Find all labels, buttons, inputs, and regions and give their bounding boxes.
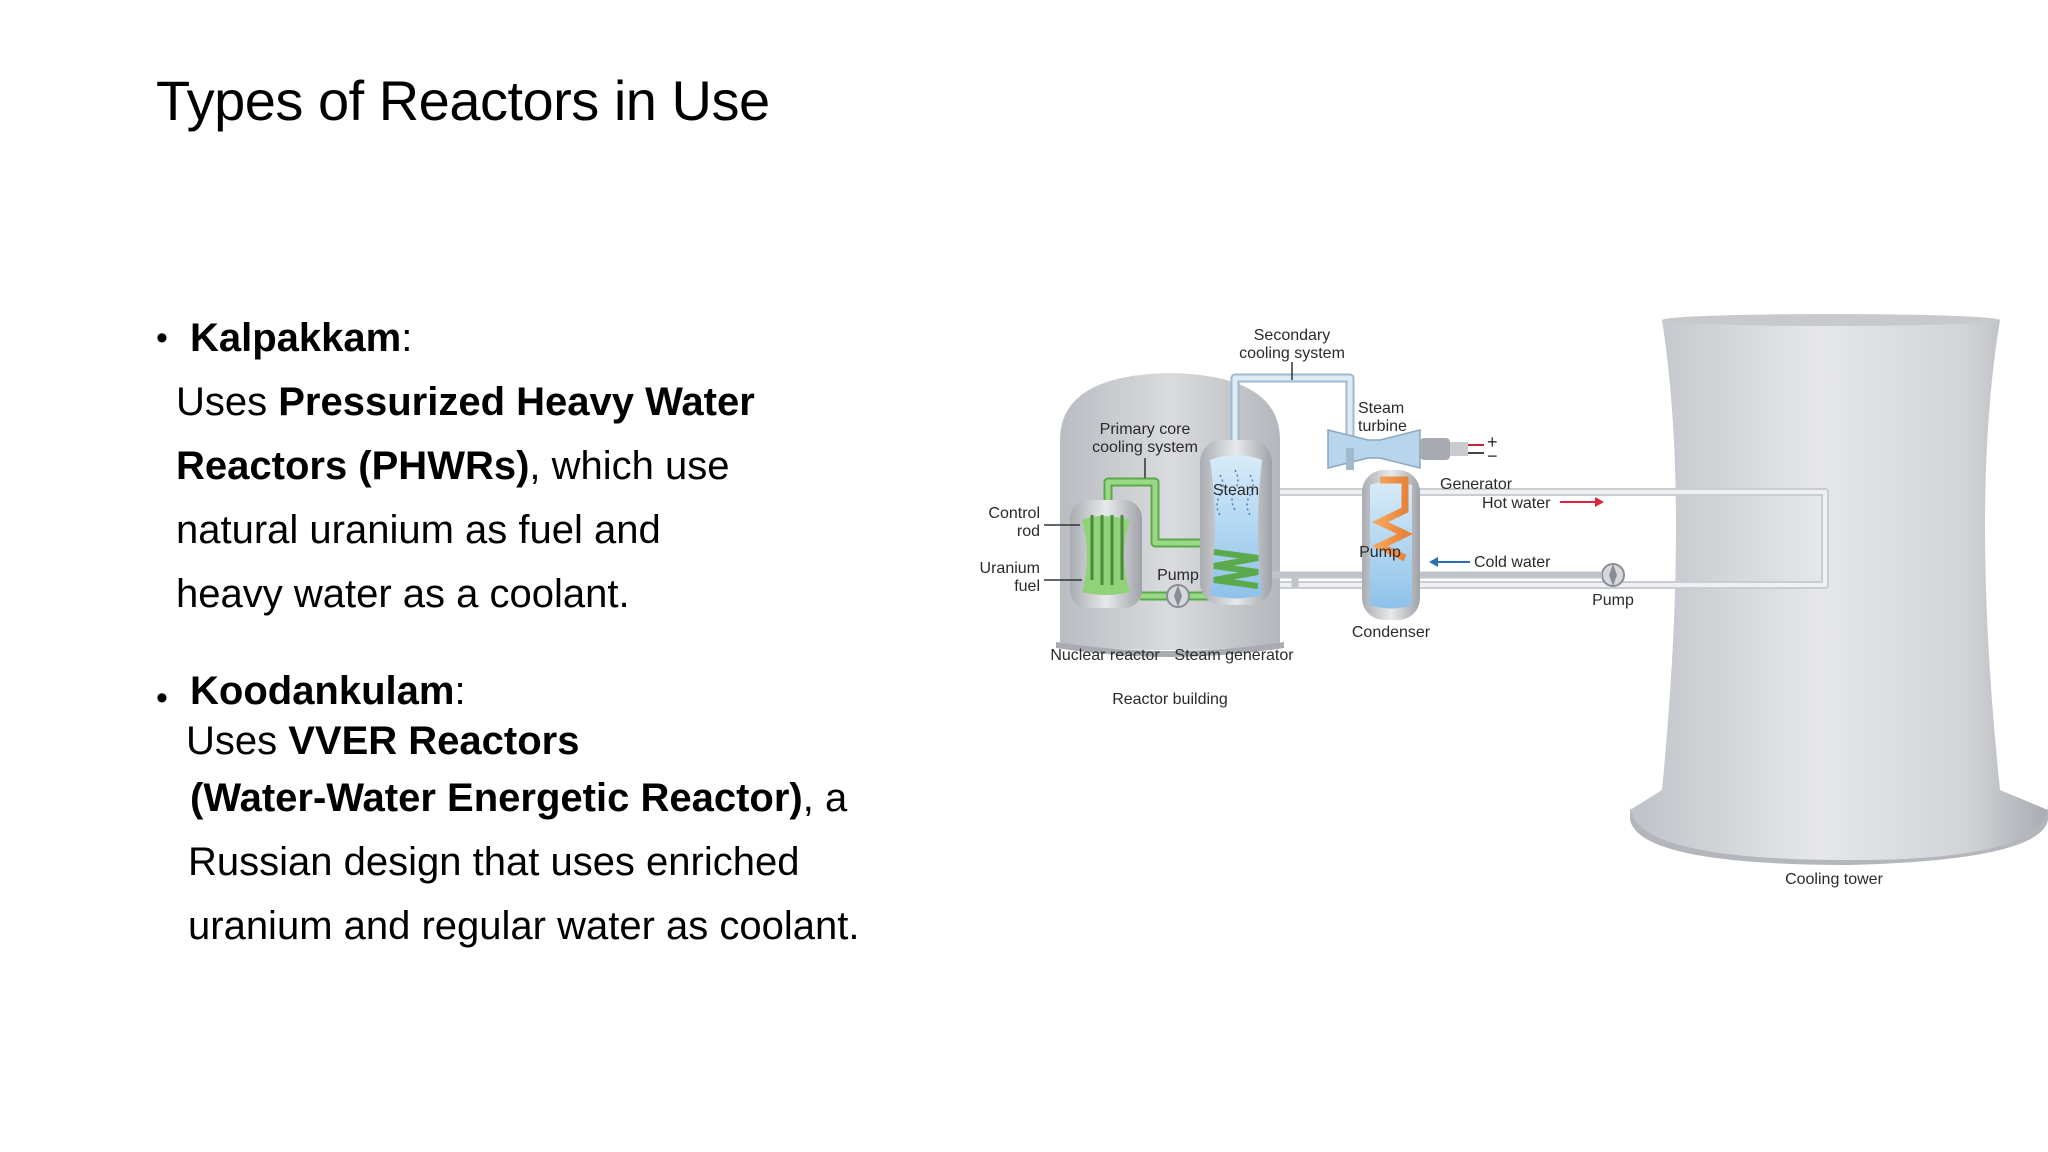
leader-lines	[1044, 362, 1293, 581]
line-bold: (Water-Water Energetic Reactor)	[190, 776, 803, 820]
label-primary-cooling-2: cooling system	[1092, 439, 1198, 456]
slide-title: Types of Reactors in Use	[156, 69, 770, 132]
label-reactor-building: Reactor building	[1112, 691, 1228, 708]
bullet-kalpakkam: • Kalpakkam: Uses Pressurized Heavy Wate…	[156, 306, 916, 626]
label-steam: Steam	[1213, 482, 1259, 499]
bullet-line: heavy water as a coolant.	[156, 562, 916, 626]
label-steam-turbine-2: turbine	[1358, 418, 1407, 435]
line-bold: Pressurized Heavy Water	[278, 380, 755, 424]
line-text: uranium and regular water as coolant.	[188, 904, 860, 948]
bullet-line: (Water-Water Energetic Reactor), a	[156, 766, 916, 830]
line-text: , which use	[529, 444, 730, 488]
label-secondary-cooling-1: Secondary	[1254, 327, 1331, 344]
line-bold: VVER Reactors	[288, 719, 580, 763]
label-control-rod-2: rod	[1017, 523, 1040, 540]
bullet-heading-name: Koodankulam	[190, 669, 455, 713]
bullet-line: Reactors (PHWRs), which use	[156, 434, 916, 498]
label-primary-cooling-1: Primary core	[1100, 421, 1191, 438]
label-cooling-tower: Cooling tower	[1785, 871, 1884, 888]
line-text: heavy water as a coolant.	[176, 572, 630, 616]
label-minus: −	[1487, 446, 1498, 466]
bullet-heading: Kalpakkam:	[156, 306, 916, 370]
bullet-dot: •	[156, 679, 168, 717]
pump-tower	[1601, 563, 1625, 587]
bullet-line: Russian design that uses enriched	[156, 830, 916, 894]
line-text: natural uranium as fuel and	[176, 508, 661, 552]
label-steam-generator: Steam generator	[1174, 647, 1294, 664]
line-text: , a	[802, 776, 848, 820]
steam-generator-vessel	[1200, 440, 1272, 605]
bullet-list: • Kalpakkam: Uses Pressurized Heavy Wate…	[156, 306, 916, 958]
bullet-line: Uses Pressurized Heavy Water	[156, 370, 916, 434]
line-bold: Reactors (PHWRs)	[176, 444, 530, 488]
bullet-heading-colon: :	[401, 316, 413, 360]
bullet-heading-colon: :	[454, 669, 466, 713]
bullet-heading: Koodankulam:	[156, 666, 916, 716]
bullet-dot: •	[156, 319, 168, 357]
label-control-rod-1: Control	[988, 505, 1040, 522]
nuclear-reactor-vessel	[1070, 500, 1142, 608]
label-plus: +	[1487, 432, 1498, 452]
bullet-line: uranium and regular water as coolant.	[156, 894, 916, 958]
label-pump-tower: Pump	[1592, 592, 1634, 609]
label-condenser: Condenser	[1352, 624, 1431, 641]
label-nuclear-reactor: Nuclear reactor	[1050, 647, 1160, 664]
label-secondary-cooling-2: cooling system	[1239, 345, 1345, 362]
bullet-heading-name: Kalpakkam	[190, 316, 402, 360]
label-uranium-fuel-2: fuel	[1014, 578, 1040, 595]
bullet-line: Uses VVER Reactors	[156, 716, 916, 766]
label-pump-reactor: Pump	[1157, 567, 1199, 584]
reactor-diagram: Secondary cooling system Primary core co…	[950, 300, 2048, 900]
label-generator: Generator	[1440, 476, 1513, 493]
cold-water-arrow	[1429, 557, 1470, 567]
label-cold-water: Cold water	[1474, 554, 1551, 571]
bullet-koodankulam: • Koodankulam: Uses VVER Reactors (Water…	[156, 666, 916, 958]
hot-water-arrow	[1560, 497, 1604, 507]
line-text: Uses	[176, 380, 279, 424]
line-text: Russian design that uses enriched	[188, 840, 800, 884]
bullet-line: natural uranium as fuel and	[156, 498, 916, 562]
reactor-diagram-svg: Secondary cooling system Primary core co…	[980, 314, 2048, 888]
label-steam-turbine-1: Steam	[1358, 400, 1404, 417]
tower-pipes	[1162, 488, 1829, 589]
condenser	[1346, 448, 1420, 620]
label-pump-condenser: Pump	[1359, 544, 1401, 561]
line-text: Uses	[186, 719, 289, 763]
pump-reactor	[1166, 584, 1190, 608]
cooling-tower	[1630, 314, 2048, 865]
label-hot-water: Hot water	[1482, 495, 1551, 512]
label-uranium-fuel-1: Uranium	[980, 560, 1040, 577]
